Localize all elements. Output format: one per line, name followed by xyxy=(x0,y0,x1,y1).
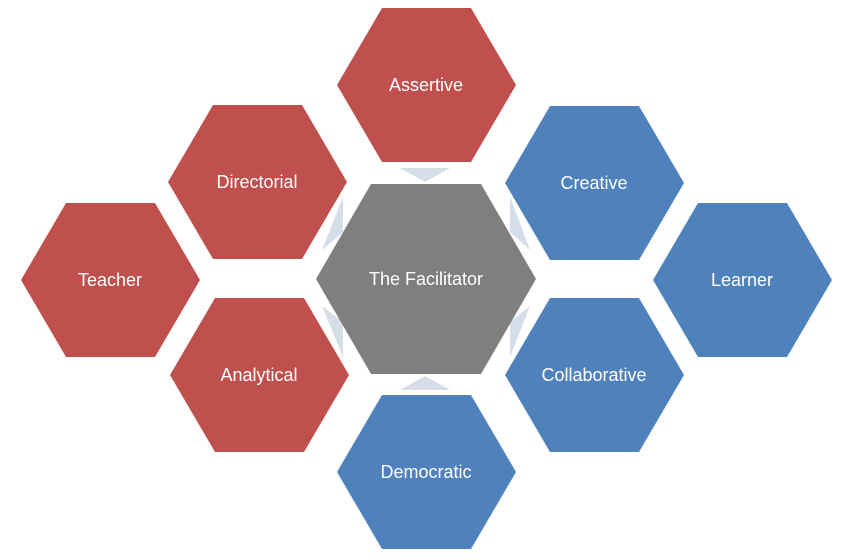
node-learner: Learner xyxy=(653,203,832,357)
label-learner: Learner xyxy=(711,270,773,290)
arrow-collaborative xyxy=(510,306,530,357)
hexagon-collaborative xyxy=(505,298,684,452)
node-teacher: Teacher xyxy=(21,203,200,357)
arrow-democratic xyxy=(400,376,450,390)
hexagon-directorial xyxy=(168,105,347,259)
label-assertive: Assertive xyxy=(389,75,463,95)
hexagon-creative xyxy=(505,106,684,260)
hexagon-learner xyxy=(653,203,832,357)
arrow-assertive xyxy=(400,168,450,182)
label-democratic: Democratic xyxy=(380,462,471,482)
label-collaborative: Collaborative xyxy=(541,365,646,385)
label-creative: Creative xyxy=(560,173,627,193)
node-center: The Facilitator xyxy=(316,184,536,374)
arrow-analytical xyxy=(322,306,343,357)
arrow-creative xyxy=(510,197,530,250)
node-democratic: Democratic xyxy=(337,395,516,549)
hexagon-democratic xyxy=(337,395,516,549)
node-assertive: Assertive xyxy=(337,8,516,162)
node-analytical: Analytical xyxy=(170,298,349,452)
label-directorial: Directorial xyxy=(216,172,297,192)
center-label: The Facilitator xyxy=(369,269,483,289)
node-collaborative: Collaborative xyxy=(505,298,684,452)
node-creative: Creative xyxy=(505,106,684,260)
connector-arrows xyxy=(322,168,530,390)
hexagon-teacher xyxy=(21,203,200,357)
hexagon-analytical xyxy=(170,298,349,452)
label-teacher: Teacher xyxy=(78,270,142,290)
hexagon-assertive xyxy=(337,8,516,162)
label-analytical: Analytical xyxy=(220,365,297,385)
node-directorial: Directorial xyxy=(168,105,347,259)
hexagon-center xyxy=(316,184,536,374)
arrow-directorial xyxy=(322,197,343,250)
